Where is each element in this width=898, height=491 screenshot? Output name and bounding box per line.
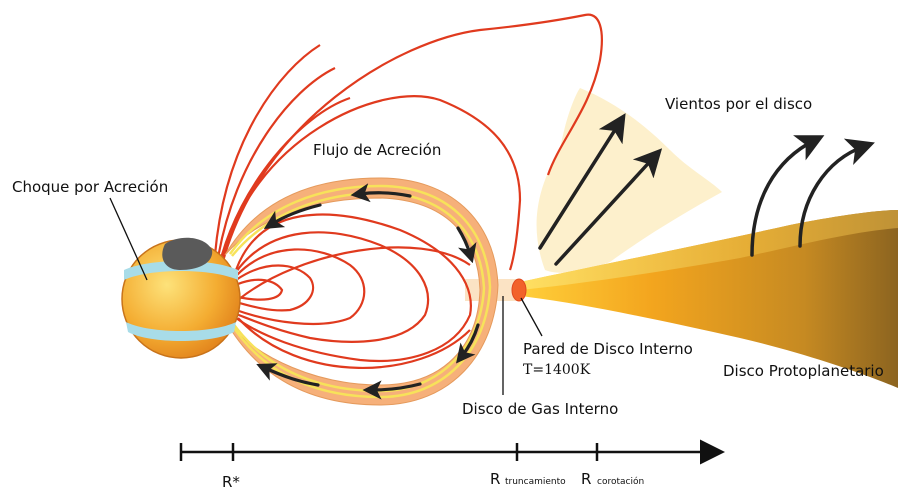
disk-wind-cone — [536, 88, 722, 273]
wind-arrow-1 — [538, 113, 626, 250]
funnel-stripes — [228, 184, 492, 399]
inner-wall-pointer — [520, 297, 543, 337]
accretion-spot — [162, 237, 213, 270]
inner-disk-wall-label: Pared de Disco Interno — [523, 340, 693, 358]
wind-arrows — [538, 113, 875, 266]
r-star-label: R* — [222, 473, 240, 491]
flow-arrows — [256, 183, 480, 400]
protoplanetary-disk-surface — [520, 210, 898, 290]
closed-field-lines — [234, 213, 472, 369]
inner-disk-wall — [511, 278, 527, 302]
r-trunc-symbol: R — [490, 470, 500, 488]
hot-band-bottom — [126, 322, 236, 341]
r-corot-subscript: corotación — [597, 476, 644, 487]
disk-wind-arrow-1 — [750, 135, 825, 257]
inner-gas-disk-label: Disco de Gas Interno — [462, 400, 618, 418]
wind-arrow-2 — [554, 148, 663, 266]
wall-temperature-label: T=1400K — [523, 362, 591, 378]
disk-winds-label: Vientos por el disco — [665, 95, 812, 113]
open-field-lines — [213, 13, 603, 271]
protoplanetary-disk-label: Disco Protoplanetario — [723, 362, 884, 380]
accretion-flow-label: Flujo de Acreción — [313, 141, 441, 159]
radial-axis — [179, 439, 725, 465]
r-corot-symbol: R — [581, 470, 591, 488]
accretion-shock-pointer — [109, 197, 148, 281]
hot-band-top — [124, 261, 238, 280]
r-trunc-subscript: truncamiento — [505, 477, 566, 487]
protoplanetary-disk — [520, 210, 898, 388]
accretion-shock-label: Choque por Acreción — [12, 178, 168, 196]
disk-wind-arrow-2 — [798, 138, 875, 248]
star — [121, 237, 241, 359]
